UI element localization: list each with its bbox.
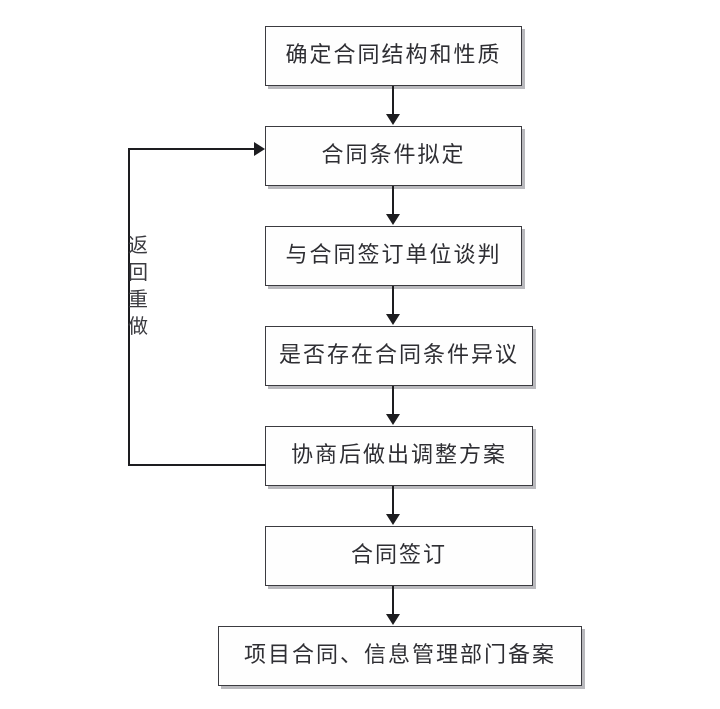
connector-arrowhead-n3-n4 (386, 314, 400, 325)
flow-node-label: 确定合同结构和性质 (285, 43, 502, 68)
connector-line-n1-n2 (392, 86, 394, 116)
feedback-loop-arrowhead (254, 142, 265, 156)
connector-arrowhead-n5-n6 (386, 514, 400, 525)
connector-arrowhead-n6-n7 (386, 614, 400, 625)
flow-node-confirm-contract-structure[interactable]: 确定合同结构和性质 (265, 26, 522, 86)
feedback-loop-label-char-2: 回 (128, 260, 148, 284)
connector-line-n5-n6 (392, 486, 394, 516)
flow-node-draft-contract-terms[interactable]: 合同条件拟定 (265, 126, 522, 186)
flow-node-contract-terms-objection-check[interactable]: 是否存在合同条件异议 (265, 326, 533, 386)
connector-line-n3-n4 (392, 286, 394, 316)
connector-line-n2-n3 (392, 186, 394, 216)
flow-node-contract-signing[interactable]: 合同签订 (265, 526, 533, 586)
flow-node-label: 合同签订 (350, 543, 447, 568)
flow-node-label: 项目合同、信息管理部门备案 (243, 643, 556, 668)
feedback-loop-label-char-1: 返 (128, 233, 148, 257)
feedback-loop-label-char-3: 重 (128, 287, 148, 311)
connector-line-n4-n5 (392, 386, 394, 416)
connector-arrowhead-n2-n3 (386, 214, 400, 225)
flow-node-label: 合同条件拟定 (321, 143, 466, 168)
flow-node-label: 协商后做出调整方案 (290, 443, 507, 468)
connector-arrowhead-n4-n5 (386, 414, 400, 425)
flow-node-adjustment-plan-after-negotiation[interactable]: 协商后做出调整方案 (265, 426, 533, 486)
feedback-loop-top-segment (128, 148, 257, 150)
feedback-loop-left-segment (128, 148, 130, 466)
flow-node-label: 是否存在合同条件异议 (278, 343, 519, 368)
connector-arrowhead-n1-n2 (386, 114, 400, 125)
flow-node-negotiate-with-signing-party[interactable]: 与合同签订单位谈判 (265, 226, 522, 286)
connector-line-n6-n7 (392, 586, 394, 616)
feedback-loop-label-char-4: 做 (128, 314, 148, 338)
flow-node-filing-with-contract-info-department[interactable]: 项目合同、信息管理部门备案 (218, 626, 582, 686)
feedback-loop-bottom-segment (128, 464, 266, 466)
feedback-loop-label: 返 回 重 做 (126, 232, 150, 340)
flow-node-label: 与合同签订单位谈判 (285, 243, 502, 268)
